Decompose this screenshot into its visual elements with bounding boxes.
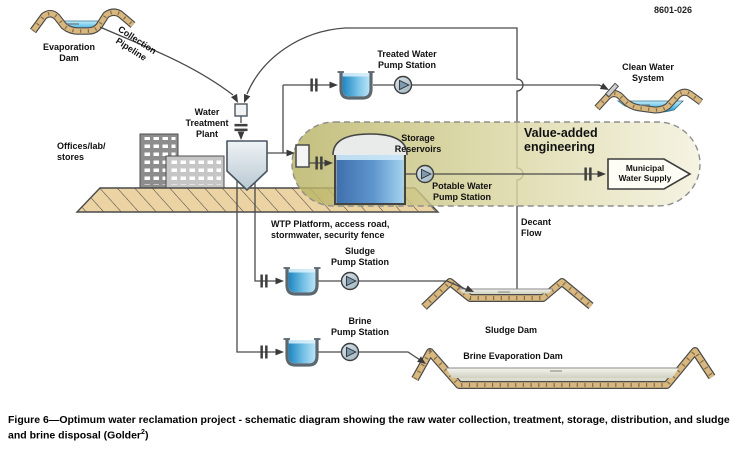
sludge-tank bbox=[281, 266, 323, 296]
municipal-water-supply-box bbox=[607, 158, 692, 190]
offices-label: Offices/lab/ stores bbox=[57, 141, 106, 162]
treated-water-pump bbox=[393, 75, 413, 95]
clean-water-system-label: Clean Water System bbox=[622, 62, 674, 83]
clean-water-system-dam bbox=[594, 82, 704, 114]
potable-water-pump bbox=[415, 164, 435, 184]
brine-feed-pipe bbox=[236, 172, 277, 353]
potable-water-pump-station-label: Potable Water Pump Station bbox=[432, 181, 492, 202]
caption-reference-superscript: 2 bbox=[141, 428, 145, 436]
brine-to-dam-pipe bbox=[317, 351, 424, 363]
treated-water-pump-station-label: Treated Water Pump Station bbox=[377, 49, 437, 70]
collection-pipeline bbox=[99, 26, 242, 105]
treated-water-tank bbox=[335, 70, 377, 100]
treated-branch-pipe bbox=[267, 84, 330, 154]
decant-flow-label: Decant Flow bbox=[521, 217, 552, 238]
figure-caption: Figure 6—Optimum water reclamation proje… bbox=[8, 414, 736, 443]
wtp-platform-label: WTP Platform, access road, stormwater, s… bbox=[271, 219, 390, 240]
brine-evaporation-dam bbox=[411, 347, 716, 389]
sludge-feed-pipe bbox=[254, 172, 277, 282]
brine-pump-station-label: Brine Pump Station bbox=[331, 316, 389, 337]
evaporation-dam bbox=[29, 8, 136, 35]
water-treatment-plant-vessel bbox=[226, 103, 268, 191]
caption-text: Figure 6—Optimum water reclamation proje… bbox=[8, 414, 730, 442]
water-treatment-plant-label: Water Treatment Plant bbox=[185, 107, 229, 139]
sludge-pump bbox=[340, 271, 360, 291]
evaporation-dam-label: Evaporation Dam bbox=[42, 42, 96, 63]
storage-reservoirs-label: Storage Reservoirs bbox=[394, 133, 442, 154]
brine-tank bbox=[281, 337, 323, 367]
caption-close: ) bbox=[144, 429, 149, 442]
value-added-engineering-label: Value-added engineering bbox=[524, 126, 598, 155]
sludge-pump-station-label: Sludge Pump Station bbox=[331, 246, 389, 267]
dam-inlet-culvert bbox=[604, 82, 620, 98]
offices-buildings bbox=[139, 133, 225, 190]
brine-evaporation-dam-label: Brine Evaporation Dam bbox=[463, 351, 563, 361]
sludge-dam bbox=[421, 278, 594, 310]
sludge-dam-label: Sludge Dam bbox=[484, 325, 538, 335]
sludge-to-dam-pipe bbox=[317, 280, 471, 292]
municipal-water-supply-label: Municipal Water Supply bbox=[618, 163, 672, 184]
flow-meter bbox=[295, 144, 310, 168]
page-id: 8601-026 bbox=[653, 5, 692, 15]
brine-pump bbox=[340, 342, 360, 362]
wtp-inlet-valve bbox=[234, 123, 248, 132]
storage-reservoir-tank bbox=[332, 133, 408, 205]
